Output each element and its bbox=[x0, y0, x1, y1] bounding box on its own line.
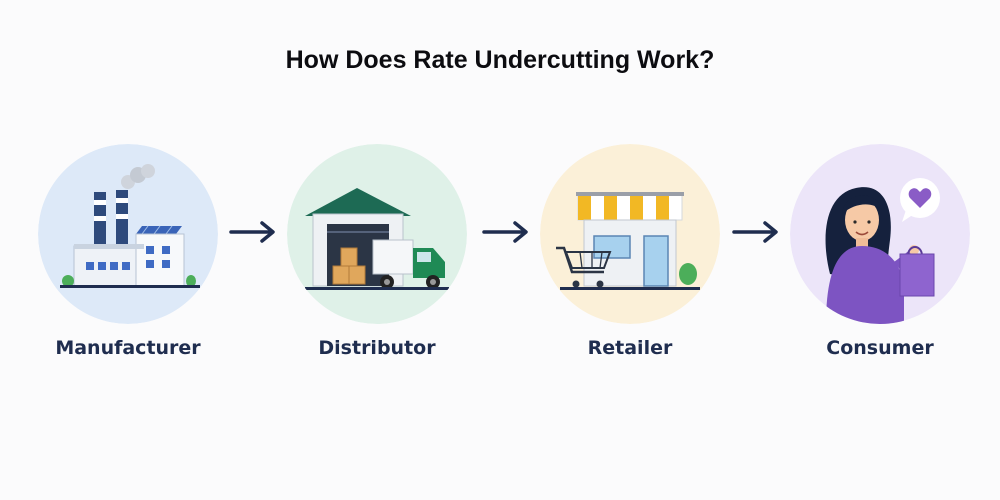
stage-label-manufacturer: Manufacturer bbox=[55, 337, 201, 359]
storefront-icon bbox=[540, 144, 720, 324]
diagram-title: How Does Rate Undercutting Work? bbox=[285, 46, 715, 74]
stage-label-distributor: Distributor bbox=[318, 337, 436, 359]
flow-arrow-icon bbox=[731, 220, 781, 244]
retailer-stage bbox=[540, 144, 720, 324]
stage-label-retailer: Retailer bbox=[587, 337, 673, 359]
distributor-stage bbox=[287, 144, 467, 324]
flow-arrow-icon bbox=[481, 220, 531, 244]
manufacturer-stage bbox=[38, 144, 218, 324]
shopper-icon bbox=[790, 144, 970, 324]
warehouse-truck-icon bbox=[287, 144, 467, 324]
consumer-stage bbox=[790, 144, 970, 324]
factory-icon bbox=[38, 144, 218, 324]
flow-arrow-icon bbox=[228, 220, 278, 244]
stage-label-consumer: Consumer bbox=[826, 337, 934, 359]
